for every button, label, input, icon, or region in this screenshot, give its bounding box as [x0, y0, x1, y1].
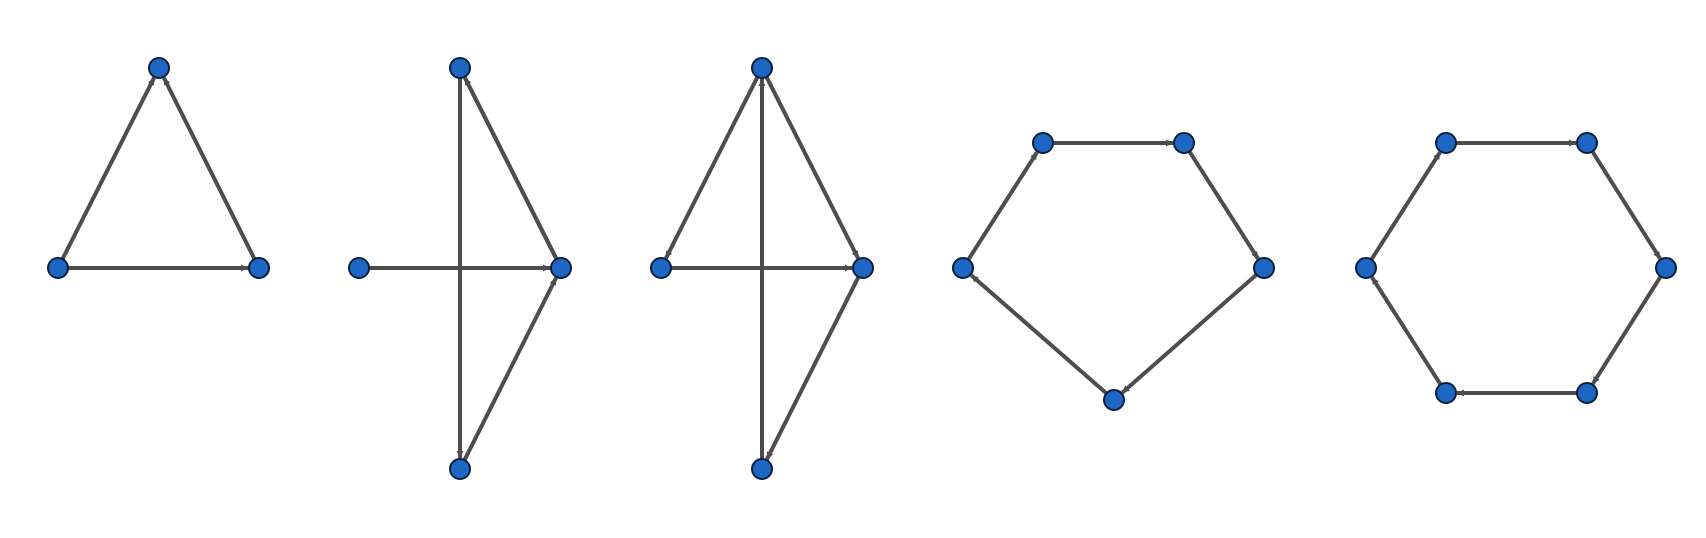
node-pentagon-cycle-0: [952, 257, 974, 279]
graph-pentagon-cycle: [952, 132, 1275, 411]
node-pentagon-cycle-3: [1253, 257, 1275, 279]
edge-hexagon-cycle-3-to-4: [1591, 275, 1663, 385]
edge-diamond-a-2-to-1: [463, 76, 559, 260]
node-hexagon-cycle-2: [1576, 132, 1598, 154]
edge-hexagon-cycle-2-to-3: [1590, 150, 1662, 260]
node-hexagon-cycle-3: [1655, 257, 1677, 279]
graphs-layer: [47, 57, 1677, 480]
edge-pentagon-cycle-3-to-4: [1120, 273, 1258, 395]
node-hexagon-cycle-0: [1355, 257, 1377, 279]
node-pentagon-cycle-1: [1032, 132, 1054, 154]
node-diamond-a-0: [348, 257, 370, 279]
graph-triangle: [47, 57, 270, 279]
node-diamond-a-2: [550, 257, 572, 279]
node-hexagon-cycle-1: [1435, 132, 1457, 154]
edge-triangle-0-to-1: [60, 76, 156, 260]
node-triangle-1: [148, 57, 170, 79]
node-triangle-0: [47, 257, 69, 279]
edge-hexagon-cycle-0-to-1: [1369, 151, 1442, 261]
node-diamond-b-2: [852, 257, 874, 279]
edge-diamond-a-3-to-2: [462, 276, 558, 461]
node-diamond-a-3: [449, 458, 471, 480]
edge-hexagon-cycle-5-to-0: [1370, 276, 1443, 386]
edge-diamond-b-1-to-2: [764, 76, 860, 260]
node-pentagon-cycle-4: [1103, 389, 1125, 411]
graph-diamond-a: [348, 57, 572, 480]
node-diamond-b-1: [751, 57, 773, 79]
edge-diamond-b-2-to-3: [765, 276, 861, 461]
node-diamond-b-0: [650, 257, 672, 279]
graph-diamond-b: [650, 57, 874, 480]
node-pentagon-cycle-2: [1173, 132, 1195, 154]
graph-hexagon-cycle: [1355, 132, 1677, 404]
node-diamond-a-1: [449, 57, 471, 79]
node-triangle-2: [248, 257, 270, 279]
edge-triangle-2-to-1: [162, 76, 257, 260]
node-hexagon-cycle-5: [1435, 382, 1457, 404]
edge-pentagon-cycle-4-to-0: [969, 273, 1108, 395]
edge-pentagon-cycle-0-to-1: [966, 151, 1039, 261]
node-diamond-b-3: [751, 458, 773, 480]
node-hexagon-cycle-4: [1576, 382, 1598, 404]
edge-pentagon-cycle-2-to-3: [1187, 150, 1260, 260]
edge-diamond-b-1-to-0: [664, 76, 760, 260]
